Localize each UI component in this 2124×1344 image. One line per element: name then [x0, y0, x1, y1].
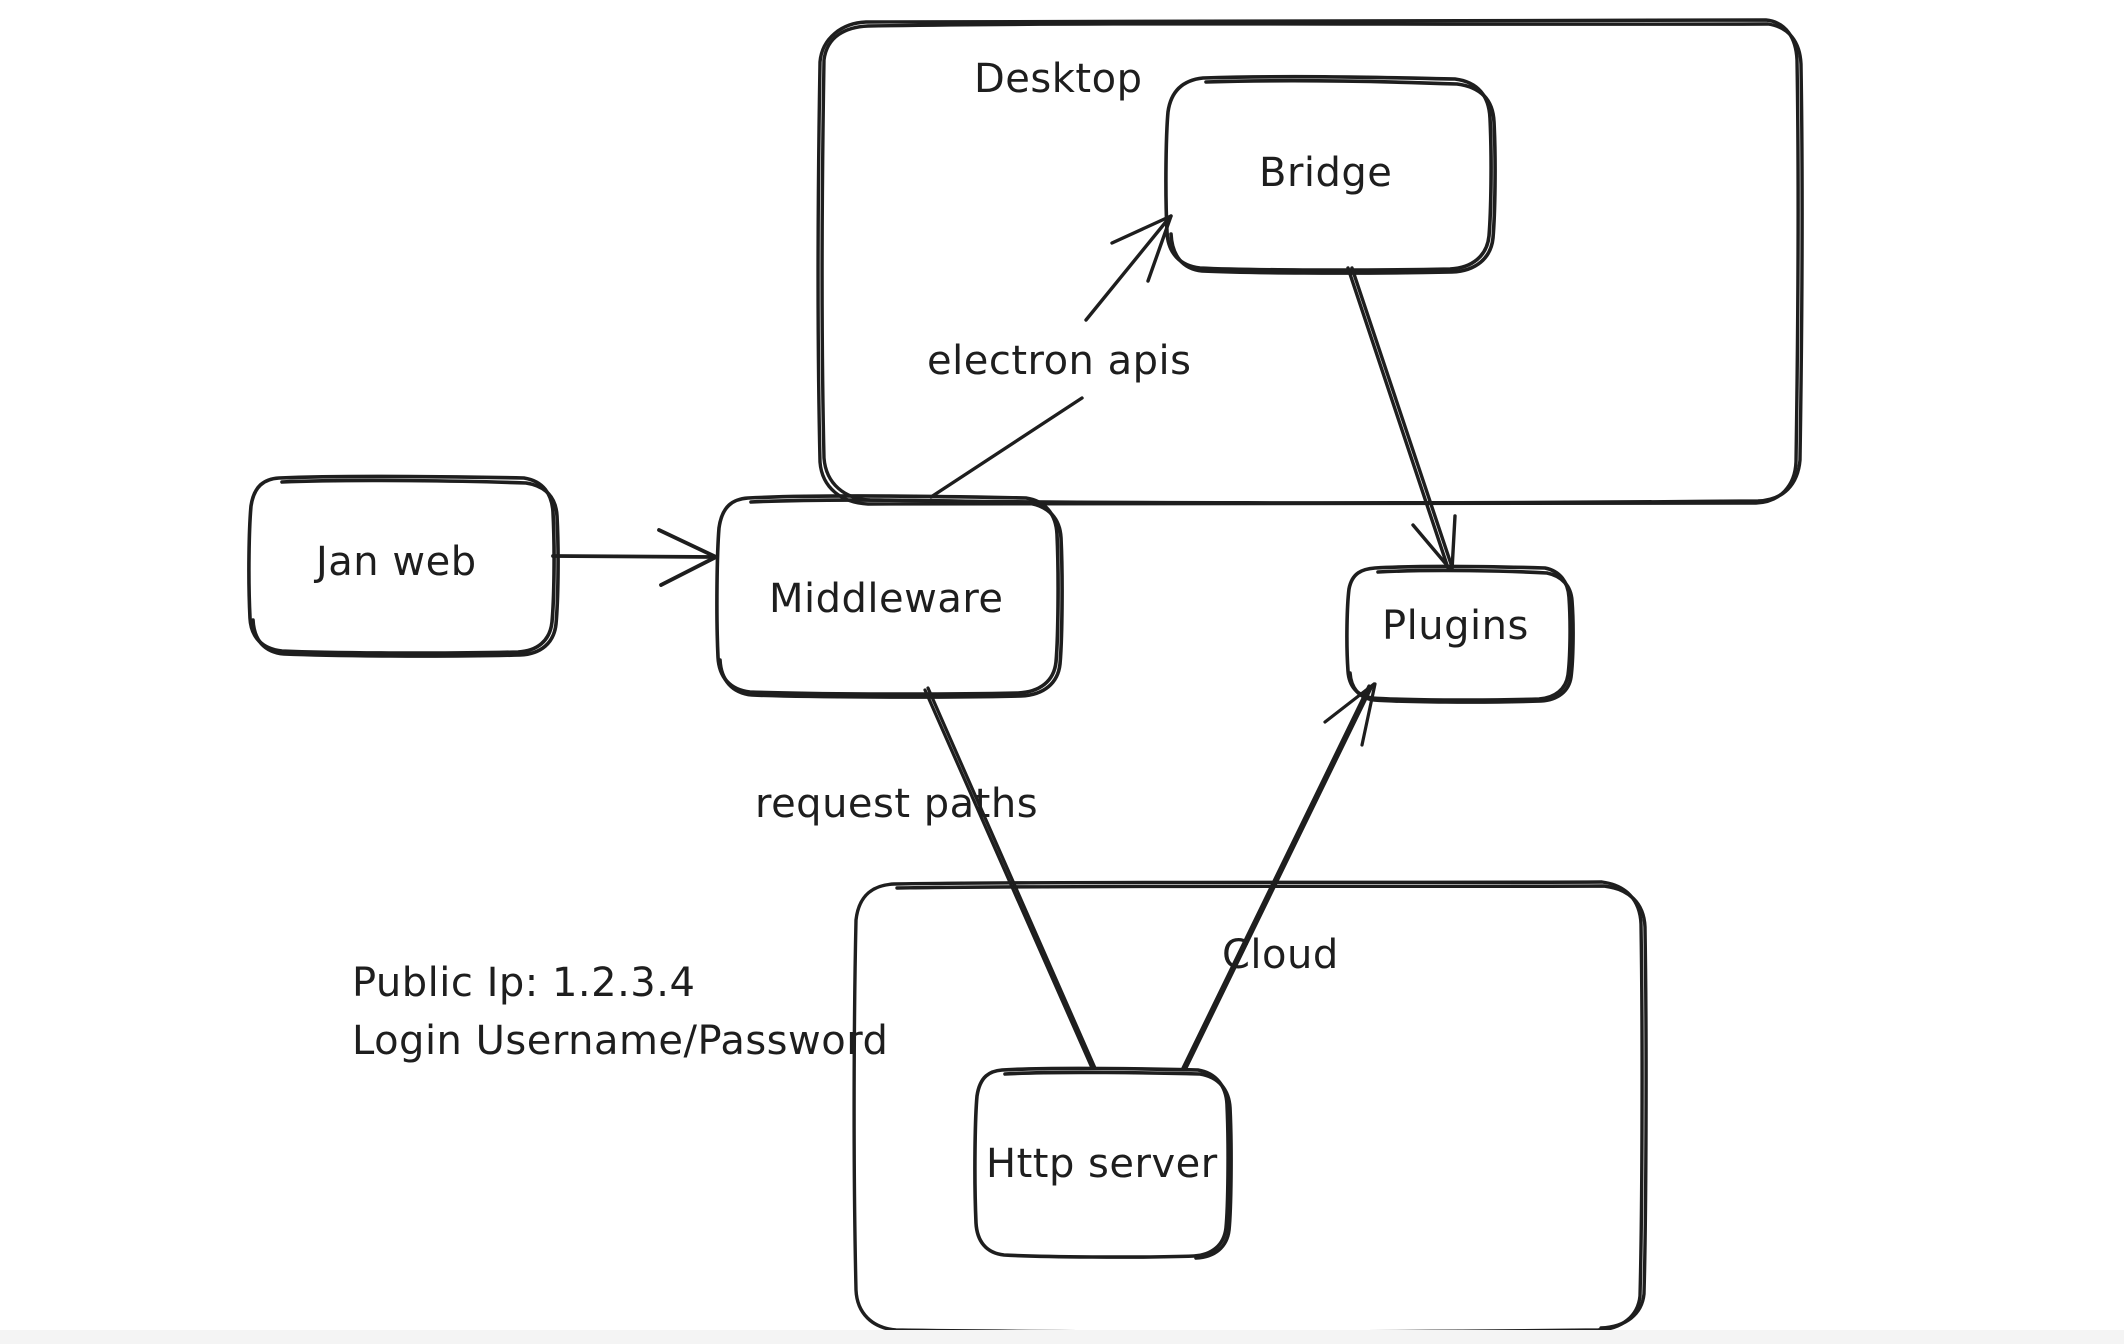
edge-http-server-to-plugins: [1181, 682, 1377, 1070]
edge-label-electron-apis: electron apis: [927, 338, 1192, 384]
node-label-http-server: Http server: [986, 1141, 1218, 1187]
note-login-credentials: Login Username/Password: [352, 1018, 889, 1064]
node-middleware-outline: [715, 494, 1064, 699]
node-http-server-outline: [973, 1066, 1233, 1260]
node-label-jan-web: Jan web: [316, 539, 477, 585]
node-label-bridge: Bridge: [1259, 150, 1393, 196]
edge-jan-web-to-middleware: [551, 528, 718, 587]
node-plugins-outline: [1345, 564, 1575, 704]
group-cloud-outline: [852, 880, 1648, 1334]
edge-label-request-paths: request paths: [755, 781, 1039, 827]
group-label-desktop: Desktop: [974, 56, 1143, 102]
edge-middleware-to-http-server: [923, 686, 1097, 1070]
node-jan-web-outline: [247, 474, 560, 658]
group-desktop-outline: [816, 18, 1804, 507]
edge-bridge-to-plugins: [1346, 266, 1457, 572]
node-label-plugins: Plugins: [1382, 603, 1529, 649]
bottom-strip: [0, 1330, 2124, 1344]
note-public-ip: Public Ip: 1.2.3.4: [352, 960, 696, 1006]
node-bridge-outline: [1164, 74, 1497, 275]
node-label-middleware: Middleware: [769, 576, 1004, 622]
edge-label-cloud: Cloud: [1222, 932, 1339, 978]
edge-middleware-to-bridge: [929, 214, 1173, 499]
